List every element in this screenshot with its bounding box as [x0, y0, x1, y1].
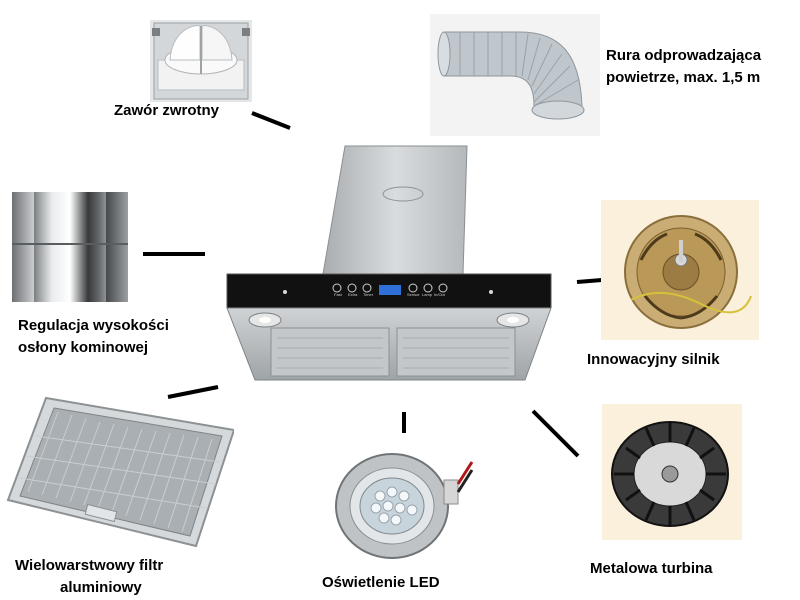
control-timer-label: Timer — [363, 292, 374, 297]
control-inout-label: In/Out — [434, 292, 445, 297]
height-adjust-label-line2: osłony kominowej — [18, 339, 149, 356]
control-fast-label: Fast — [334, 292, 342, 297]
motor-image — [601, 200, 759, 340]
cooker-hood-image — [226, 145, 552, 381]
turbine-image — [602, 404, 742, 540]
turbine-label: Metalowa turbina — [590, 560, 713, 577]
connector-motor — [576, 278, 603, 284]
hood-control-labels: Fast Extra Timer Sensor Lamp In/Out — [334, 292, 446, 302]
motor-label: Innowacyjny silnik — [587, 351, 720, 368]
filter-label-line2: aluminiowy — [60, 579, 142, 596]
connector-check-valve — [251, 111, 291, 130]
check-valve-label: Zawór zwrotny — [114, 102, 220, 119]
connector-turbine — [531, 409, 580, 458]
control-extra-label: Extra — [348, 292, 358, 297]
check-valve-image — [150, 20, 252, 102]
chimney-cover-image — [12, 192, 128, 302]
control-lamp-label: Lamp — [422, 292, 433, 297]
filter-label-line1: Wielowarstwowy filtr — [15, 557, 164, 574]
height-adjust-label-line1: Regulacja wysokości — [18, 317, 169, 334]
led-light-image — [334, 440, 474, 562]
air-duct-label-line1: Rura odprowadzająca — [606, 47, 762, 64]
air-duct-label-line2: powietrze, max. 1,5 m — [606, 69, 761, 86]
air-duct-image — [430, 14, 600, 136]
control-sensor-label: Sensor — [407, 292, 420, 297]
filter-image — [6, 396, 234, 548]
led-label: Oświetlenie LED — [322, 574, 440, 591]
connector-filter — [167, 385, 219, 399]
